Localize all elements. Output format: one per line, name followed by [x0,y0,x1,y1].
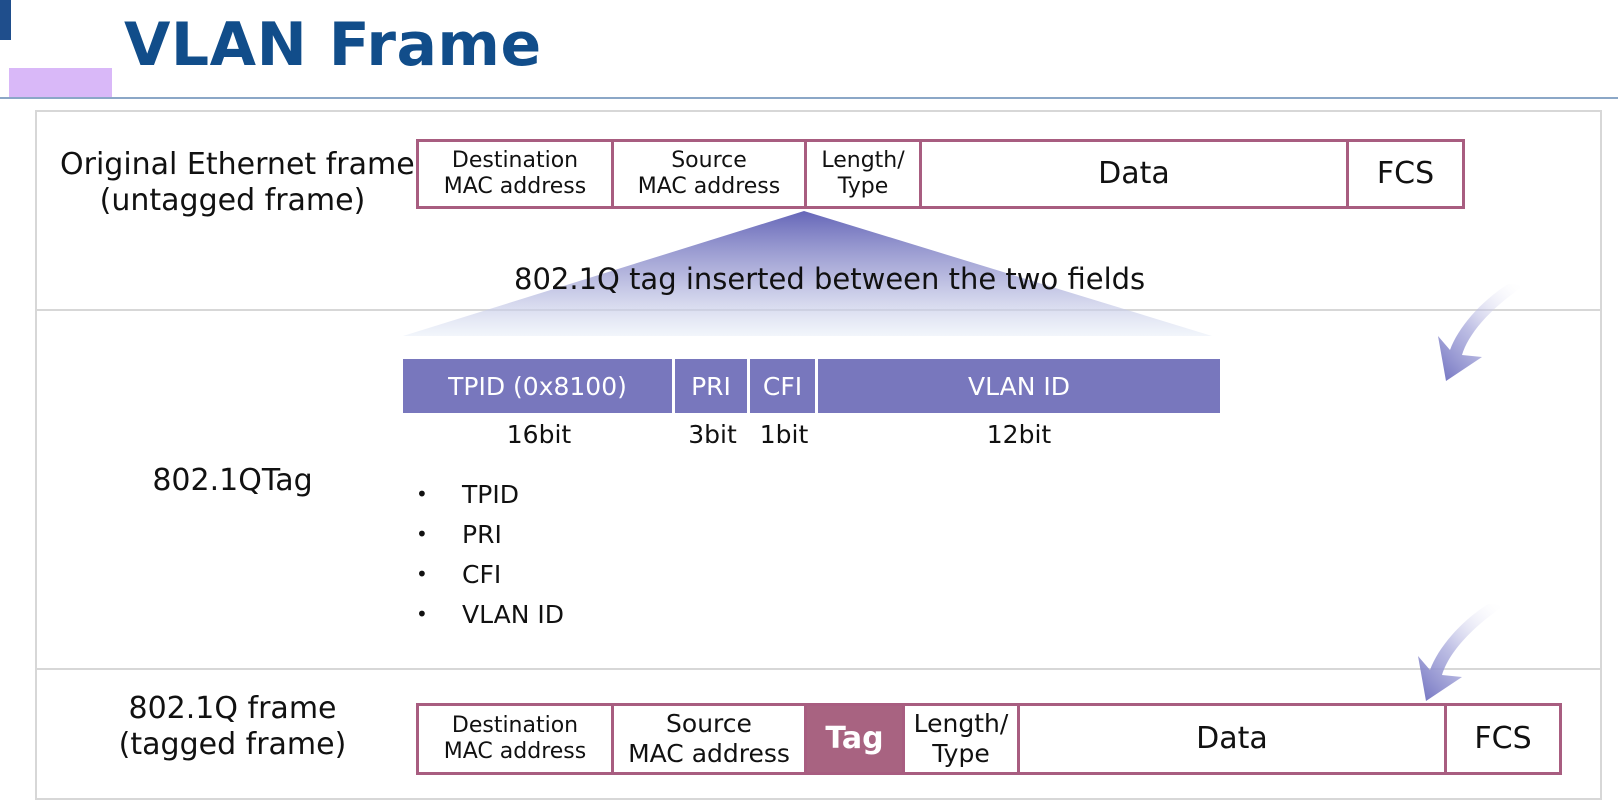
field-length-type: Length/Type [807,142,922,206]
field-text: MAC address [637,174,781,199]
bits-vlan-id: 12bit [986,420,1052,449]
bullet-icon: • [416,522,428,546]
tagged-frame-label: 802.1Q frame (tagged frame) [100,691,365,763]
field-tag: Tag [807,706,905,772]
bullet-icon: • [416,482,428,506]
qtag-field-pri: PRI [675,359,750,413]
tagged-frame-label-line1: 802.1Q frame [128,691,337,726]
field-data: Data [922,142,1349,206]
curved-arrow-upper-icon [1438,284,1525,381]
qtag-label: 802.1QTag [152,463,313,498]
bits-cfi: 1bit [759,420,809,449]
field-text: Type [837,174,889,199]
bits-tpid: 16bit [506,420,572,449]
field-text: MAC address [443,739,587,764]
insertion-caption: 802.1Q tag inserted between the two fiel… [514,262,1146,296]
bullet-icon: • [416,562,428,586]
list-item: • PRI [416,514,564,554]
field-text: Destination [451,147,579,173]
field-text: Destination [451,712,579,738]
qtag-bit-widths: 16bit 3bit 1bit 12bit [403,420,1220,449]
original-frame-label: Original Ethernet frame (untagged frame) [60,147,415,219]
qtag-bullet-list: • TPID • PRI • CFI • VLAN ID [416,474,564,634]
field-length-type: Length/Type [905,706,1020,772]
list-item-text: VLAN ID [462,599,564,629]
tagged-frame-label-line2: (tagged frame) [118,727,347,762]
list-item-text: TPID [462,479,519,509]
section-divider-bottom [35,668,1602,670]
list-item: • CFI [416,554,564,594]
list-item-text: PRI [462,519,502,549]
page-title: VLAN Frame [124,10,542,80]
diagram-panel [35,110,1602,800]
field-fcs: FCS [1376,156,1435,191]
original-frame-label-line2: (untagged frame) [99,183,366,218]
curved-arrow-lower-icon [1418,604,1505,701]
qtag-field-tpid: TPID (0x8100) [403,359,675,413]
field-fcs: FCS [1474,721,1532,756]
field-text: MAC address [628,739,790,768]
list-item-text: CFI [462,559,502,589]
field-text: Type [932,739,990,768]
bullet-icon: • [416,602,428,626]
title-accent-block [9,68,112,98]
title-underline [0,97,1618,99]
original-frame-label-line1: Original Ethernet frame [60,147,415,182]
field-data: Data [1020,706,1447,772]
field-text: Source [671,147,747,173]
qtag-field-cfi: CFI [750,359,818,413]
field-text: Source [666,709,752,738]
field-text: MAC address [443,174,587,199]
corner-accent-bar [0,0,11,40]
qtag-field-vlan-id: VLAN ID [818,359,1220,413]
qtag-field-bar: TPID (0x8100) PRI CFI VLAN ID [403,359,1220,413]
list-item: • TPID [416,474,564,514]
field-text: Length/ [821,147,905,173]
field-text: Length/ [913,709,1009,738]
insertion-wedge [403,211,1212,336]
bits-pri: 3bit [688,420,737,449]
list-item: • VLAN ID [416,594,564,634]
